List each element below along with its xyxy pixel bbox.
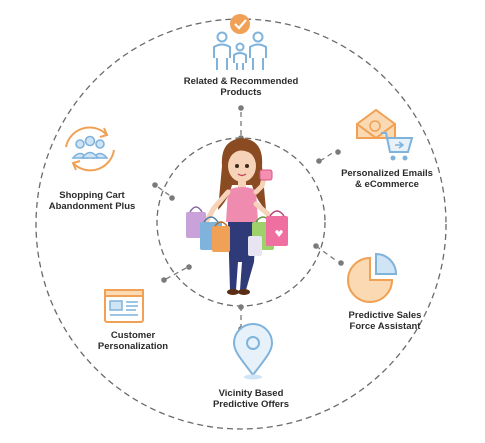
label-predictive-sales: Predictive Sales Force Assistant	[348, 310, 422, 332]
group-refresh-icon	[65, 126, 115, 172]
connector-dots	[152, 105, 344, 332]
label-related-recommended-products: Related & Recommended Products	[183, 76, 299, 98]
woman-with-shopping-bags	[186, 138, 288, 295]
location-pin-icon	[232, 323, 274, 380]
family-check-icon	[213, 14, 267, 70]
label-vicinity-offers: Vicinity Based Predictive Offers	[212, 388, 290, 410]
email-cart-icon	[356, 108, 414, 161]
label-personalized-emails: Personalized Emails & eCommerce	[341, 168, 433, 190]
label-shopping-cart-abandonment: Shopping Cart Abandonment Plus	[48, 190, 136, 212]
label-customer-personalization: Customer Personalization	[97, 330, 169, 352]
pie-chart-icon	[347, 252, 398, 303]
connectors	[157, 112, 339, 334]
browser-window-icon	[104, 289, 144, 323]
